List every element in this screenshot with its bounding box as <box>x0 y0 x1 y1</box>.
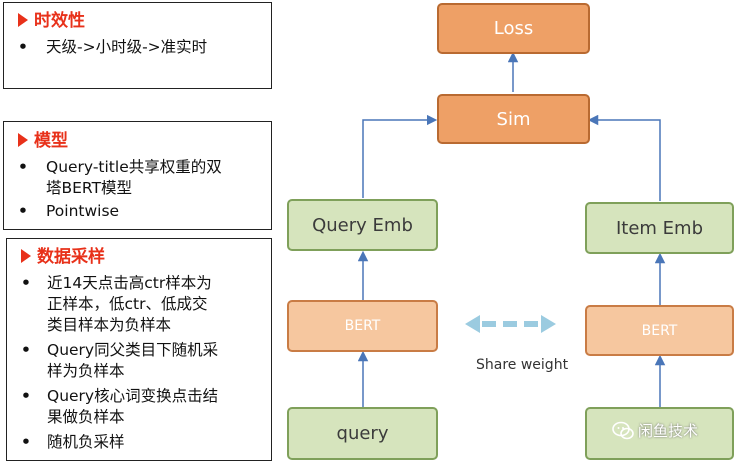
list-item-text: Pointwise <box>46 202 120 220</box>
timeliness-panel: 时效性 • 天级->小时级->准实时 <box>3 2 272 89</box>
arrow-bullet-icon <box>21 249 31 263</box>
share-weight-label: Share weight <box>476 357 569 373</box>
watermark-text: 闲鱼技术 <box>638 422 699 440</box>
query-input-node: query <box>287 407 438 460</box>
model-title: 模型 <box>18 131 68 151</box>
item-emb-node: Item Emb <box>585 202 734 254</box>
sampling-panel: 数据采样 • 近14天点击高ctr样本为 正样本，低ctr、低成交 类目样本为负… <box>6 238 272 461</box>
list-item-text: 果做负样本 <box>47 408 125 426</box>
wechat-icon <box>612 421 634 439</box>
list-item-text: 正样本，低ctr、低成交 <box>47 295 208 313</box>
list-item: • <box>21 274 31 292</box>
arrow-bullet-icon <box>18 133 28 147</box>
arrow-bullet-icon <box>18 13 28 27</box>
sampling-title: 数据采样 <box>21 247 105 267</box>
list-item: • <box>21 387 31 405</box>
bert-left-node: BERT <box>287 300 438 352</box>
timeliness-title: 时效性 <box>18 11 85 31</box>
list-item: • <box>21 433 31 451</box>
bert-right-node: BERT <box>585 305 734 356</box>
list-item-text: Query同父类目下随机采 <box>47 341 219 359</box>
loss-node: Loss <box>437 3 590 54</box>
model-panel: 模型 • Query-title共享权重的双 塔BERT模型 • Pointwi… <box>3 121 272 230</box>
list-item-text: 随机负采样 <box>47 433 125 451</box>
list-item-text: 天级->小时级->准实时 <box>46 38 208 56</box>
watermark: 闲鱼技术 <box>612 420 698 441</box>
list-item-text: Query-title共享权重的双 <box>46 158 222 176</box>
list-item-text: 类目样本为负样本 <box>47 316 172 334</box>
list-item-text: Query核心词变换点击结 <box>47 387 219 405</box>
list-item: • <box>18 38 28 56</box>
share-weight-arrow <box>465 315 556 333</box>
list-item: • <box>21 341 31 359</box>
list-item-text: 样为负样本 <box>47 362 125 380</box>
list-item-text: 近14天点击高ctr样本为 <box>47 274 212 292</box>
list-item: • <box>18 158 28 176</box>
list-item-text: 塔BERT模型 <box>46 179 133 197</box>
item-input-node <box>585 407 734 460</box>
query-emb-node: Query Emb <box>287 199 438 251</box>
arrow-item-emb-to-sim <box>587 114 661 201</box>
list-item: • <box>18 202 28 220</box>
sim-node: Sim <box>437 94 590 144</box>
arrow-query-emb-to-sim <box>362 114 438 198</box>
